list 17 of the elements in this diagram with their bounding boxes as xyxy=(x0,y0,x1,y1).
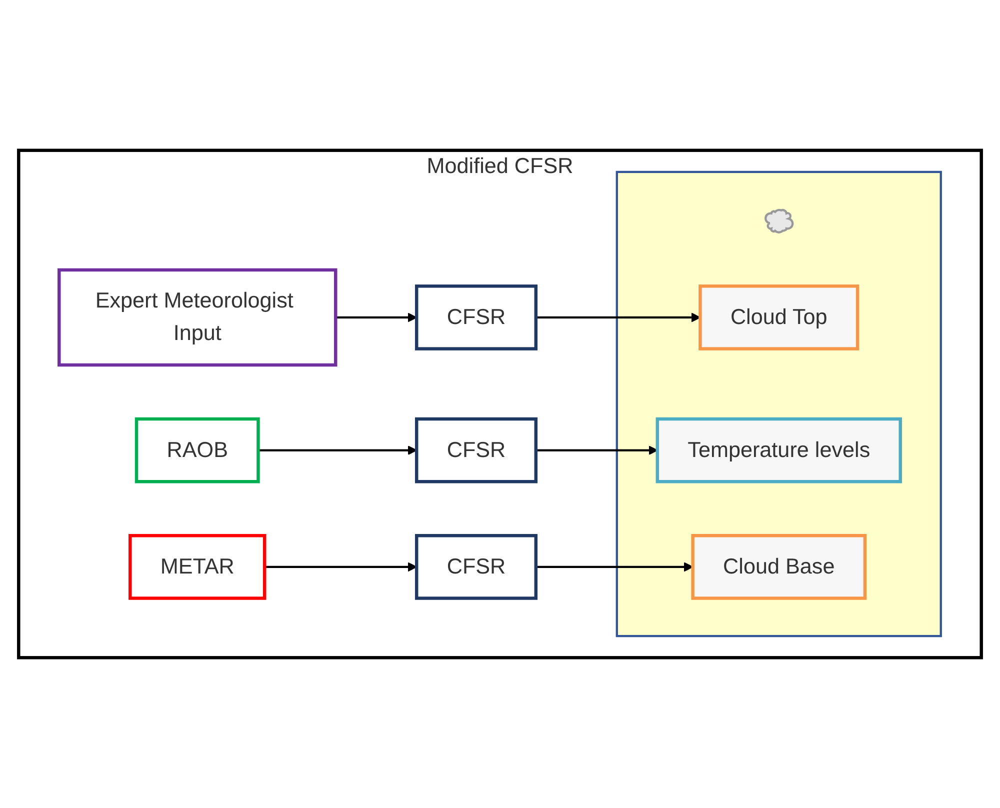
arrow xyxy=(258,446,418,456)
arrow xyxy=(536,562,694,572)
node-box: Cloud Base xyxy=(691,534,867,600)
arrow xyxy=(536,312,701,322)
node-box: CFSR xyxy=(415,417,538,484)
node-box: CFSR xyxy=(415,534,538,600)
node-box: CFSR xyxy=(415,284,538,350)
node-box: Expert Meteorologist Input xyxy=(58,268,338,367)
arrow xyxy=(336,312,418,322)
node-box: Cloud Top xyxy=(698,284,860,350)
node-box: RAOB xyxy=(134,417,260,484)
node-cloud xyxy=(764,208,794,234)
arrow xyxy=(536,446,658,456)
arrow xyxy=(264,562,418,572)
node-box: Temperature levels xyxy=(656,417,902,484)
cluster xyxy=(616,170,942,638)
node-box: METAR xyxy=(128,534,266,600)
